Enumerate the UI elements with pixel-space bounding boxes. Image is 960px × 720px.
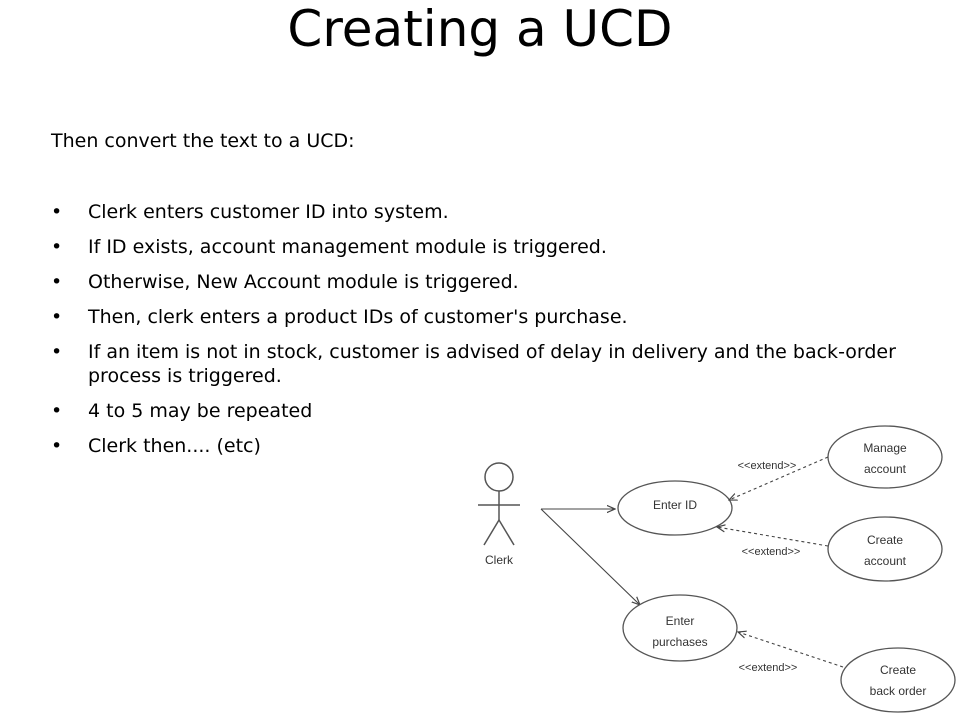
bullet-text: 4 to 5 may be repeated	[88, 400, 313, 422]
bullet-item: • Then, clerk enters a product IDs of cus…	[51, 305, 901, 329]
bullet-text: Otherwise, New Account module is trigger…	[88, 271, 519, 293]
slide-title: Creating a UCD	[287, 0, 673, 58]
actor-head	[484, 462, 514, 492]
use-case-create-account-label-2: account	[864, 554, 907, 568]
use-case-enter-id	[617, 480, 733, 536]
use-case-create-account-label-1: Create	[867, 533, 903, 547]
bullet-item: • 4 to 5 may be repeated	[51, 399, 901, 423]
actor-clerk	[478, 462, 520, 546]
association-enter-purchases	[540, 508, 640, 605]
bullet-dot: •	[51, 435, 63, 457]
use-case-create-account	[827, 516, 943, 582]
extend-create-back-order	[738, 632, 844, 668]
bullet-item: • If ID exists, account management module…	[51, 235, 901, 259]
use-case-create-back-order-label-1: Create	[880, 663, 916, 677]
extend-label-manage-account: <<extend>>	[738, 460, 797, 472]
use-case-enter-purchases-label-1: Enter	[666, 614, 695, 628]
use-case-enter-purchases	[622, 594, 738, 662]
use-case-diagram: Clerk Enter ID Enter purchases Manage ac…	[478, 425, 956, 713]
actor-label: Clerk	[485, 553, 514, 567]
use-case-manage-account-label-1: Manage	[863, 441, 907, 455]
bullet-text: If an item is not in stock, customer is …	[88, 341, 896, 387]
bullet-text: Clerk then.... (etc)	[88, 435, 261, 457]
bullet-text: If ID exists, account management module …	[88, 236, 607, 258]
use-case-create-back-order	[840, 647, 956, 713]
bullet-item: • If an item is not in stock, customer is…	[51, 340, 901, 388]
bullet-dot: •	[51, 341, 63, 363]
bullet-dot: •	[51, 306, 63, 328]
use-case-enter-id-label: Enter ID	[653, 498, 697, 512]
bullet-item: • Clerk enters customer ID into system.	[51, 200, 901, 224]
bullet-item: • Clerk then.... (etc)	[51, 434, 901, 458]
extend-create-account	[717, 527, 829, 547]
bullet-dot: •	[51, 201, 63, 223]
bullet-text: Clerk enters customer ID into system.	[88, 201, 449, 223]
actor-right-leg	[498, 519, 515, 546]
bullet-dot: •	[51, 400, 63, 422]
intro-text: Then convert the text to a UCD:	[51, 130, 355, 152]
extend-label-create-back-order: <<extend>>	[739, 662, 798, 674]
bullet-item: • Otherwise, New Account module is trigge…	[51, 270, 901, 294]
use-case-create-back-order-label-2: back order	[870, 684, 927, 698]
bullet-text: Then, clerk enters a product IDs of cust…	[88, 306, 628, 328]
actor-left-leg	[483, 519, 500, 546]
bullet-list: • Clerk enters customer ID into system. •…	[51, 200, 901, 469]
extend-label-create-account: <<extend>>	[742, 546, 801, 558]
use-case-manage-account-label-2: account	[864, 462, 907, 476]
use-case-enter-purchases-label-2: purchases	[652, 635, 707, 649]
use-case-manage-account	[827, 425, 943, 489]
bullet-dot: •	[51, 236, 63, 258]
bullet-dot: •	[51, 271, 63, 293]
